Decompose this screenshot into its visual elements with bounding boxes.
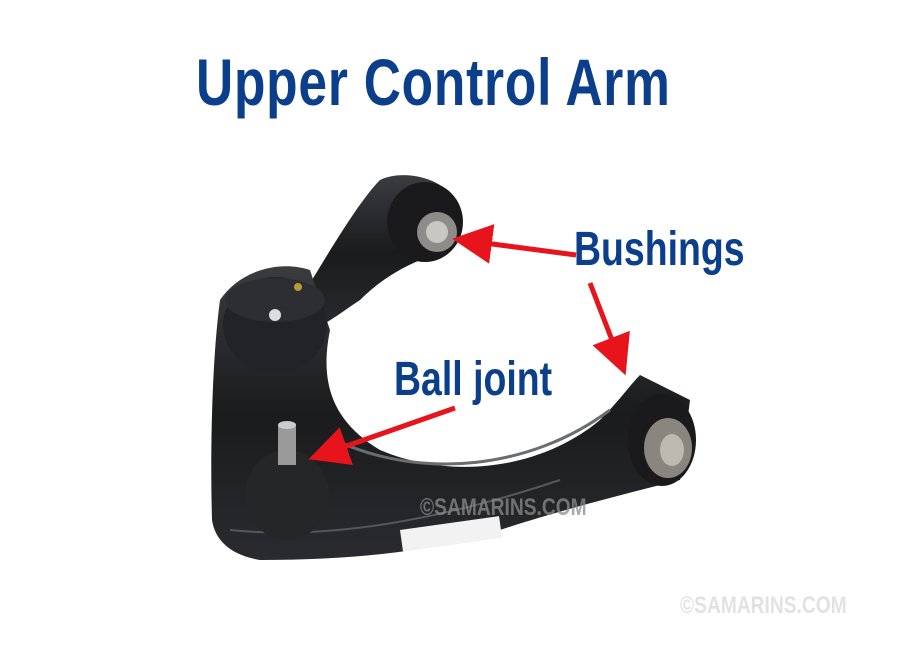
arrow-to-ball-joint xyxy=(308,405,456,465)
watermark-center: ©SAMARINS.COM xyxy=(420,494,587,521)
left-bushing xyxy=(223,277,327,373)
arrow-to-right-bushing xyxy=(587,282,630,376)
arrow-to-top-bushing xyxy=(452,224,577,264)
top-bushing xyxy=(387,182,463,262)
part-sticker xyxy=(400,516,503,552)
diagram-title: Upper Control Arm xyxy=(196,45,671,119)
bushings-label: Bushings xyxy=(574,223,745,276)
watermark-corner: ©SAMARINS.COM xyxy=(680,592,847,619)
ball-joint xyxy=(245,421,329,540)
callout-arrows xyxy=(308,224,630,465)
ball-joint-label: Ball joint xyxy=(394,353,553,406)
right-bushing xyxy=(628,394,696,486)
